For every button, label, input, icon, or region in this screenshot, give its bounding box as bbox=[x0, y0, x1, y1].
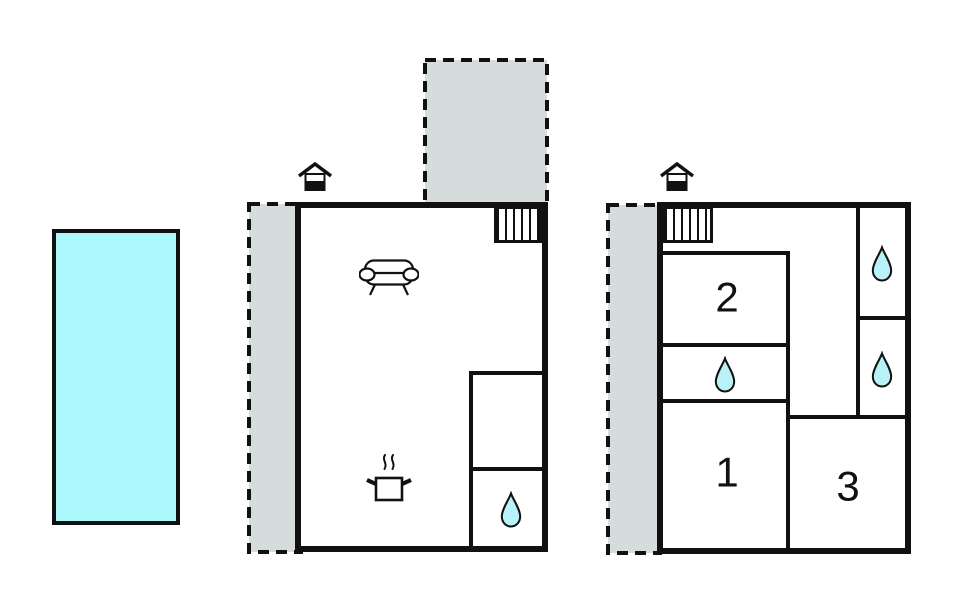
stairs-icon bbox=[494, 206, 542, 243]
right-column-divider-wall bbox=[858, 316, 905, 320]
ground-floor-top-terrace bbox=[423, 58, 549, 208]
upper-floor-left-terrace bbox=[606, 203, 662, 555]
stove-pot-icon bbox=[366, 454, 412, 502]
water-drop-icon bbox=[714, 356, 736, 393]
room-2-top-wall bbox=[663, 251, 790, 255]
water-drop-icon bbox=[871, 351, 893, 388]
house-entrance-icon bbox=[298, 162, 332, 191]
right-column-vertical-wall bbox=[856, 206, 860, 417]
ground-floor-partition-vertical bbox=[469, 371, 473, 546]
sofa-icon bbox=[359, 259, 419, 296]
ground-floor-partition-divider bbox=[469, 467, 542, 471]
house-entrance-icon bbox=[660, 162, 694, 191]
room-3-top-wall bbox=[786, 415, 905, 419]
upper-floor-building bbox=[657, 202, 911, 554]
water-drop-icon bbox=[500, 491, 522, 528]
room-1-label: 1 bbox=[715, 448, 739, 496]
ground-floor-building bbox=[295, 202, 548, 552]
water-drop-icon bbox=[871, 245, 893, 282]
swimming-pool bbox=[52, 229, 180, 525]
central-vertical-wall bbox=[786, 251, 790, 548]
ground-floor-partition-top bbox=[469, 371, 542, 375]
bathroom-bottom-wall bbox=[663, 399, 790, 403]
room-3-label: 3 bbox=[836, 462, 860, 510]
stairs-icon bbox=[662, 206, 713, 243]
room-2-label: 2 bbox=[715, 273, 739, 321]
room-2-bottom-wall bbox=[663, 343, 790, 347]
